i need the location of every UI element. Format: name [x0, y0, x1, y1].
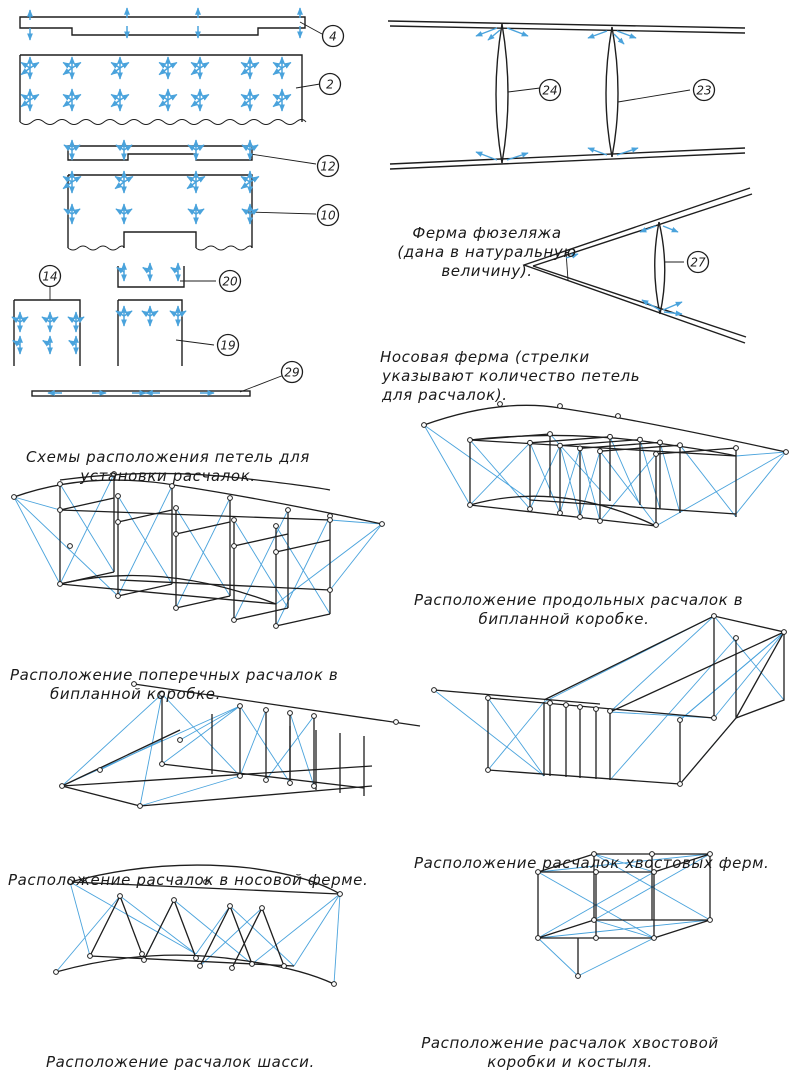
loop-scheme-part-19: [117, 299, 215, 366]
nose-truss: [523, 187, 753, 344]
bracing-views-group: [11, 401, 789, 987]
svg-text:19: 19: [220, 339, 235, 353]
svg-text:29: 29: [284, 366, 299, 380]
loop-arrow-group: [11, 7, 303, 396]
loop-scheme-part-12: [67, 145, 317, 165]
svg-text:14: 14: [42, 270, 57, 284]
bracing-diagram-sheet: 4 2 12 10 14 20 19 29 24 23 27: [11, 7, 789, 987]
svg-text:24: 24: [542, 84, 557, 98]
callout-20: 20: [218, 269, 242, 293]
callout-group: 4 2 12 10 14 20 19 29 24 23 27: [38, 24, 716, 384]
svg-text:23: 23: [696, 84, 711, 98]
callout-19: 19: [216, 333, 240, 357]
callout-23: 23: [692, 78, 716, 102]
longitudinal-bracing-view: [421, 401, 789, 528]
callout-24: 24: [538, 78, 562, 102]
callout-27: 27: [686, 250, 710, 274]
loop-scheme-part-10: [67, 174, 317, 251]
loop-scheme-part-14: [13, 286, 81, 366]
transverse-bracing-view: [11, 471, 385, 629]
callout-29: 29: [280, 360, 304, 384]
svg-text:20: 20: [222, 275, 238, 289]
callout-4: 4: [321, 24, 345, 48]
loop-scheme-part-4: [19, 16, 323, 36]
fuselage-truss: [387, 20, 746, 170]
caption-chassis-bracing: Расположение расчалок шасси.: [46, 1053, 315, 1071]
svg-text:2: 2: [326, 78, 334, 92]
callout-2: 2: [318, 72, 342, 96]
nose-truss-loop-arrows: [565, 225, 683, 317]
tail-trusses-bracing-view: [431, 613, 787, 787]
chassis-bracing-view: [53, 864, 343, 987]
svg-text:12: 12: [320, 160, 335, 174]
fuselage-truss-loop-arrows: [475, 27, 639, 161]
svg-text:10: 10: [320, 209, 336, 223]
callout-14: 14: [38, 264, 62, 288]
callout-12: 12: [316, 154, 340, 178]
callout-10: 10: [316, 203, 340, 227]
svg-text:4: 4: [329, 30, 337, 44]
nose-truss-bracing-view: [59, 681, 421, 809]
svg-text:27: 27: [690, 256, 706, 270]
tail-box-bracing-view: [535, 851, 713, 979]
loop-scheme-part-2: [19, 54, 321, 125]
loop-scheme-part-20: [117, 266, 216, 288]
caption-nose-bracing: Расположение расчалок в носовой ферме.: [8, 871, 369, 889]
caption-tail-trusses-bracing: Расположение расчалок хвостовых ферм.: [414, 854, 770, 872]
